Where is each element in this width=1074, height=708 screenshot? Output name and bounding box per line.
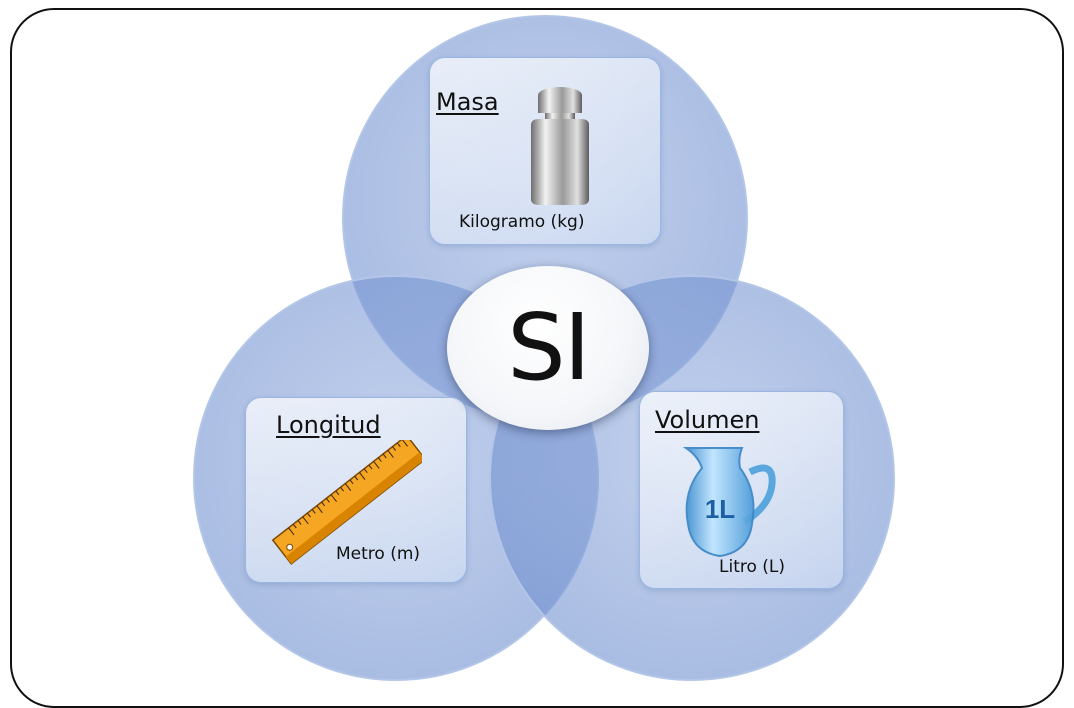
masa-unit: Kilogramo (kg) — [459, 212, 585, 232]
pitcher-icon: 1L — [682, 447, 776, 558]
masa-title: Masa — [436, 88, 499, 116]
ruler-icon — [271, 440, 422, 565]
volumen-unit: Litro (L) — [719, 557, 786, 577]
si-label: SI — [507, 294, 591, 401]
si-center-circle: SI — [447, 266, 649, 430]
weight-icon — [531, 87, 589, 205]
longitud-title: Longitud — [276, 411, 381, 439]
volumen-title: Volumen — [655, 406, 760, 434]
longitud-unit: Metro (m) — [336, 544, 421, 564]
pitcher-label: 1L — [705, 494, 735, 524]
